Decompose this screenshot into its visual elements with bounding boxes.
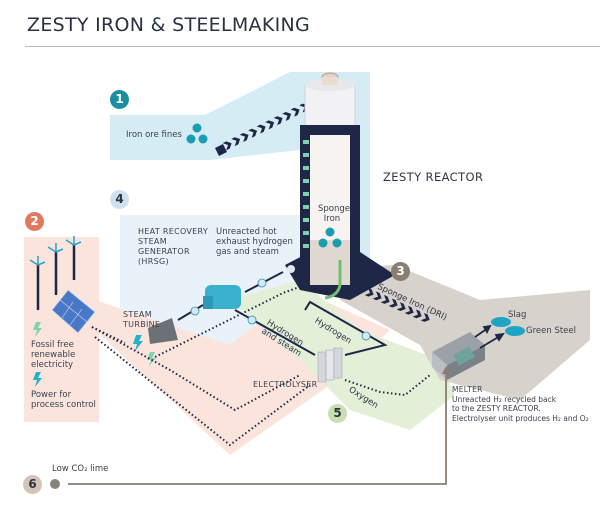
process-label-line1: Power for <box>31 390 72 400</box>
lime-dot <box>50 479 60 489</box>
steam-turbine-label-line2: TURBINE <box>123 320 161 329</box>
renewable-label-line1: Fossil free <box>31 340 74 350</box>
chevron-arrow-icon <box>290 107 300 117</box>
electrolyser-label: ELECTROLYSER <box>253 380 318 389</box>
step-1-badge: 1 <box>110 90 129 109</box>
sponge-iron-dot <box>318 238 328 248</box>
sponge-iron-label-line1: Sponge <box>318 204 351 214</box>
turbine-renewable-icon <box>147 352 156 366</box>
renewable-label-line2: renewable <box>31 350 76 360</box>
zone-electrolyser <box>230 280 455 430</box>
turbine-power-icon <box>133 335 143 351</box>
chevron-arrow-icon <box>380 294 390 304</box>
hrsg-to-turbine <box>177 304 204 321</box>
zone-product <box>340 265 590 400</box>
solar-panel <box>51 289 96 334</box>
process-label-line2: process control <box>31 400 96 410</box>
wind-turbines <box>36 245 76 310</box>
heater-element <box>303 192 309 196</box>
chevron-arrow-icon <box>222 141 232 151</box>
hrsg-label-line3: GENERATOR <box>138 247 190 256</box>
exhaust-label-line2: exhaust hydrogen <box>216 237 293 247</box>
melter-line3: Electrolyser unit produces H₂ and O₂ <box>452 413 589 423</box>
slag-output <box>491 317 511 327</box>
exhaust-label-line3: gas and steam <box>216 247 279 257</box>
chevron-arrow-icon <box>239 133 249 142</box>
chevron-arrow-icon <box>282 112 292 121</box>
hrsg-label: HEAT RECOVERY STEAM GENERATOR (HRSG) <box>138 227 208 267</box>
heater-element <box>303 140 309 144</box>
iron-ore-dot <box>198 134 208 144</box>
chevron-arrow-icon <box>372 291 382 301</box>
heater-element <box>303 166 309 170</box>
valves <box>190 278 371 341</box>
reactor-title: ZESTY REACTOR <box>383 170 484 184</box>
heater-element <box>303 179 309 183</box>
chevron-arrow-icon <box>388 298 398 308</box>
green-steel-output <box>505 326 525 336</box>
step-3-badge: 3 <box>391 262 410 281</box>
steam-turbine-label-line1: STEAM <box>123 310 152 319</box>
steam-turbine <box>148 318 178 344</box>
melter-line2: to the ZESTY REACTOR. <box>452 404 541 413</box>
sponge-iron-dot <box>325 227 335 237</box>
dotted-power-lines <box>91 282 431 447</box>
page-title: ZESTY IRON & STEELMAKING <box>27 14 311 36</box>
chevron-arrow-icon <box>412 309 422 319</box>
lime-line <box>68 370 447 485</box>
hrsg-unit <box>205 285 241 309</box>
sponge-iron-label-line2: Iron <box>323 214 341 224</box>
chevron-arrow-icon <box>273 116 283 126</box>
iron-ore-fines-label: Iron ore fines <box>126 130 182 140</box>
hydrogen-steam-line <box>234 309 316 356</box>
steam-turbine-label: STEAM TURBINE <box>123 310 160 330</box>
iron-ore-dot <box>186 134 196 144</box>
chevron-arrow-icon <box>231 137 241 147</box>
chevron-arrow-icon <box>404 305 414 315</box>
hrsg-label-line2: STEAM <box>138 237 167 246</box>
renewable-electricity-label: Fossil free renewable electricity <box>31 340 75 370</box>
melter-description: MELTER Unreacted H₂ recycled back to the… <box>452 385 589 423</box>
step-6-badge: 6 <box>23 475 42 494</box>
hydrogen-inlet-pipe <box>324 260 342 300</box>
process-control-label: Power for process control <box>31 390 96 410</box>
chevron-arrow-icon <box>248 128 258 138</box>
melter-title: MELTER <box>452 385 483 394</box>
slag-label: Slag <box>508 310 527 320</box>
sponge-iron-label: Sponge Iron <box>318 204 351 224</box>
reactor-heaters <box>303 140 309 248</box>
hrsg-label-line1: HEAT RECOVERY <box>138 227 209 236</box>
hydrogen-recycle-line <box>304 300 388 356</box>
exhaust-label: Unreacted hot exhaust hydrogen gas and s… <box>216 227 293 257</box>
melter-line1: Unreacted H₂ recycled back <box>452 394 557 404</box>
renewable-energy-icon <box>33 322 42 337</box>
exhaust-label-line1: Unreacted hot <box>216 227 277 237</box>
chevron-arrow-icon <box>420 312 430 322</box>
sponge-iron-chevrons <box>364 287 430 322</box>
heater-element <box>303 205 309 209</box>
title-divider <box>25 46 600 47</box>
heater-element <box>303 244 309 248</box>
step-2-badge: 2 <box>25 212 44 231</box>
chevron-arrow-icon <box>256 124 266 134</box>
green-steel-label: Green Steel <box>526 326 576 336</box>
step-4-badge: 4 <box>110 190 129 209</box>
electrolyser-unit <box>317 347 343 383</box>
step-5-badge: 5 <box>328 404 347 423</box>
lime-label: Low CO₂ lime <box>52 464 109 474</box>
heater-element <box>303 218 309 222</box>
renewable-label-line3: electricity <box>31 360 74 370</box>
sponge-iron-dot <box>332 238 342 248</box>
chevron-arrow-icon <box>265 120 275 130</box>
chevron-arrow-icon <box>396 302 406 312</box>
heater-element <box>303 153 309 157</box>
output-arrows <box>474 324 505 349</box>
chevron-arrow-icon <box>364 287 374 297</box>
iron-ore-dot <box>192 123 202 133</box>
heater-element <box>303 231 309 235</box>
feed-chevrons <box>215 144 227 156</box>
hrsg-label-line4: (HRSG) <box>138 257 169 266</box>
process-power-icon <box>33 372 42 387</box>
